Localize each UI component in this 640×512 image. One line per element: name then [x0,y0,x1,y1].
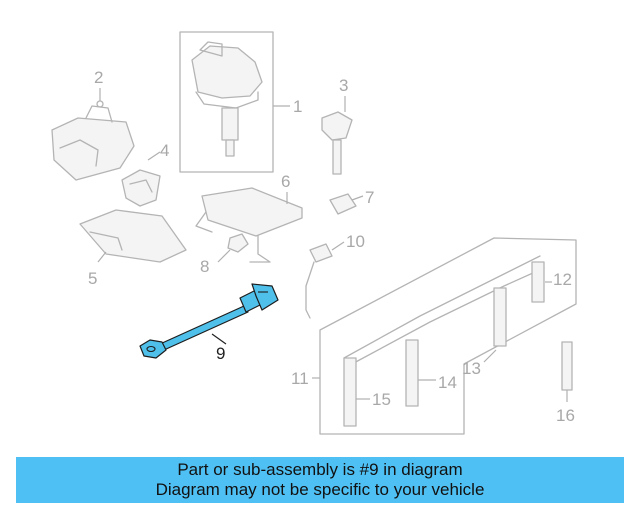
part-13-plug-wire[interactable] [483,287,507,363]
label-14: 14 [438,373,457,392]
label-11: 11 [291,369,309,388]
label-10: 10 [346,232,365,251]
label-3: 3 [339,76,348,95]
label-8: 8 [200,257,209,276]
part-1-ignition-coil[interactable] [179,31,290,173]
part-14-plug-wire[interactable] [405,339,436,407]
label-7: 7 [365,188,374,207]
leader-9 [211,333,227,345]
label-2: 2 [94,68,103,87]
label-16: 16 [556,406,575,425]
banner-line-2: Diagram may not be specific to your vehi… [155,480,485,499]
label-9: 9 [216,344,225,363]
parts-diagram: 1 2 3 4 5 6 7 [51,31,577,435]
banner-line-1: Part or sub-assembly is #9 in diagram [177,460,463,479]
part-7-plate[interactable] [329,193,364,215]
part-16-spark-plug[interactable] [561,341,573,402]
part-12-plug-wire[interactable] [531,261,552,303]
part-2-coil-pack[interactable] [51,88,135,181]
part-6-mounting-bracket[interactable] [195,187,303,263]
part-5-control-module[interactable] [79,209,187,263]
info-banner: Part or sub-assembly is #9 in diagram Di… [16,457,624,503]
label-12: 12 [553,270,572,289]
label-1: 1 [293,97,302,116]
label-5: 5 [88,269,97,288]
label-15: 15 [372,390,391,409]
label-6: 6 [281,172,290,191]
part-3-coil[interactable] [321,96,353,175]
part-4-bracket[interactable] [121,151,161,207]
label-4: 4 [160,141,169,160]
part-9-knock-sensor-highlighted[interactable] [139,283,279,359]
label-13: 13 [462,359,481,378]
part-15-plug-wire[interactable] [343,357,370,427]
part-8-nut[interactable] [217,233,249,263]
part-10-sensor[interactable] [305,241,345,319]
part-11-ignition-wire-set[interactable] [312,237,577,435]
